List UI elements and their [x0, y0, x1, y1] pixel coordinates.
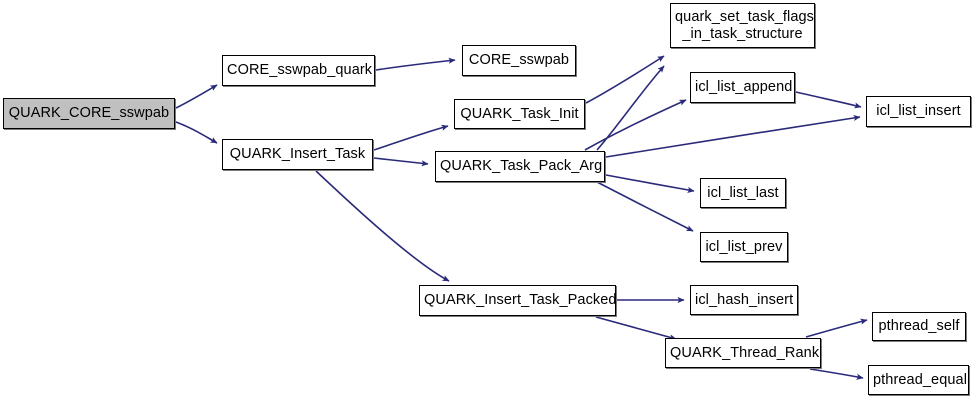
graph-node-icl_list_prev[interactable]: icl_list_prev [700, 232, 788, 262]
graph-node-quark_core_sswpab[interactable]: QUARK_CORE_sswpab [3, 98, 175, 129]
edge-quark_task_pack_arg-to-icl_list_prev [596, 181, 694, 232]
graph-node-label: icl_list_insert [876, 103, 961, 119]
graph-node-label: pthread_self [878, 318, 960, 334]
graph-node-quark_thread_rank[interactable]: QUARK_Thread_Rank [665, 338, 821, 368]
graph-node-label: quark_set_task_flags _in_task_structure [675, 8, 815, 42]
graph-node-pthread_equal[interactable]: pthread_equal [868, 365, 969, 395]
graph-node-label: QUARK_CORE_sswpab [8, 105, 170, 121]
edge-quark_insert_task-to-quark_task_init [373, 124, 449, 151]
graph-node-quark_insert_task_packed[interactable]: QUARK_Insert_Task_Packed [419, 285, 617, 316]
graph-node-label: CORE_sswpab [468, 52, 570, 68]
graph-node-label: QUARK_Thread_Rank [670, 344, 820, 361]
graph-node-icl_list_last[interactable]: icl_list_last [700, 178, 786, 208]
graph-node-icl_list_append[interactable]: icl_list_append [690, 72, 795, 103]
graph-node-label: icl_list_append [695, 79, 793, 95]
graph-node-label: icl_list_last [707, 184, 779, 201]
graph-node-label: QUARK_Task_Pack_Arg [440, 158, 603, 174]
graph-node-label: pthread_equal [873, 371, 968, 388]
graph-node-quark_task_pack_arg[interactable]: QUARK_Task_Pack_Arg [435, 151, 605, 182]
graph-node-pthread_self[interactable]: pthread_self [872, 312, 966, 341]
edge-quark_insert_task-to-quark_task_pack_arg [373, 157, 429, 167]
edge-quark_task_pack_arg-to-icl_list_insert [605, 114, 861, 158]
graph-node-label: QUARK_Insert_Task [229, 146, 366, 162]
graph-node-label: QUARK_Insert_Task_Packed [424, 292, 617, 308]
graph-node-quark_insert_task[interactable]: QUARK_Insert_Task [222, 139, 373, 170]
edge-quark_core_sswpab-to-quark_insert_task [175, 121, 218, 144]
graph-node-quark_set_task_flags[interactable]: quark_set_task_flags _in_task_structure [670, 3, 815, 48]
edge-quark_thread_rank-to-pthread_self [805, 318, 868, 338]
edge-icl_list_append-to-icl_list_insert [795, 91, 862, 109]
graph-node-label: icl_hash_insert [695, 291, 794, 308]
edge-quark_task_pack_arg-to-quark_set_task_flags [596, 65, 665, 151]
edge-quark_task_pack_arg-to-icl_list_append [584, 99, 687, 151]
graph-node-core_sswpab_quark[interactable]: CORE_sswpab_quark [222, 55, 375, 86]
graph-node-label: CORE_sswpab_quark [227, 62, 373, 78]
edge-quark_core_sswpab-to-core_sswpab_quark [175, 84, 218, 109]
graph-node-icl_list_insert[interactable]: icl_list_insert [866, 96, 971, 127]
edge-quark_thread_rank-to-pthread_equal [809, 368, 864, 380]
graph-node-core_sswpab[interactable]: CORE_sswpab [462, 45, 576, 76]
edge-quark_task_pack_arg-to-icl_list_last [605, 174, 695, 193]
edge-quark_insert_task_packed-to-quark_thread_rank [595, 316, 677, 341]
graph-node-quark_task_init[interactable]: QUARK_Task_Init [454, 99, 585, 129]
edge-quark_task_init-to-quark_set_task_flags [585, 55, 665, 104]
edge-core_sswpab_quark-to-core_sswpab [375, 57, 456, 71]
graph-node-icl_hash_insert[interactable]: icl_hash_insert [690, 285, 798, 315]
edge-quark_insert_task-to-quark_insert_task_packed [315, 170, 450, 282]
graph-node-label: icl_list_prev [705, 238, 783, 255]
graph-node-label: QUARK_Task_Init [460, 105, 579, 122]
